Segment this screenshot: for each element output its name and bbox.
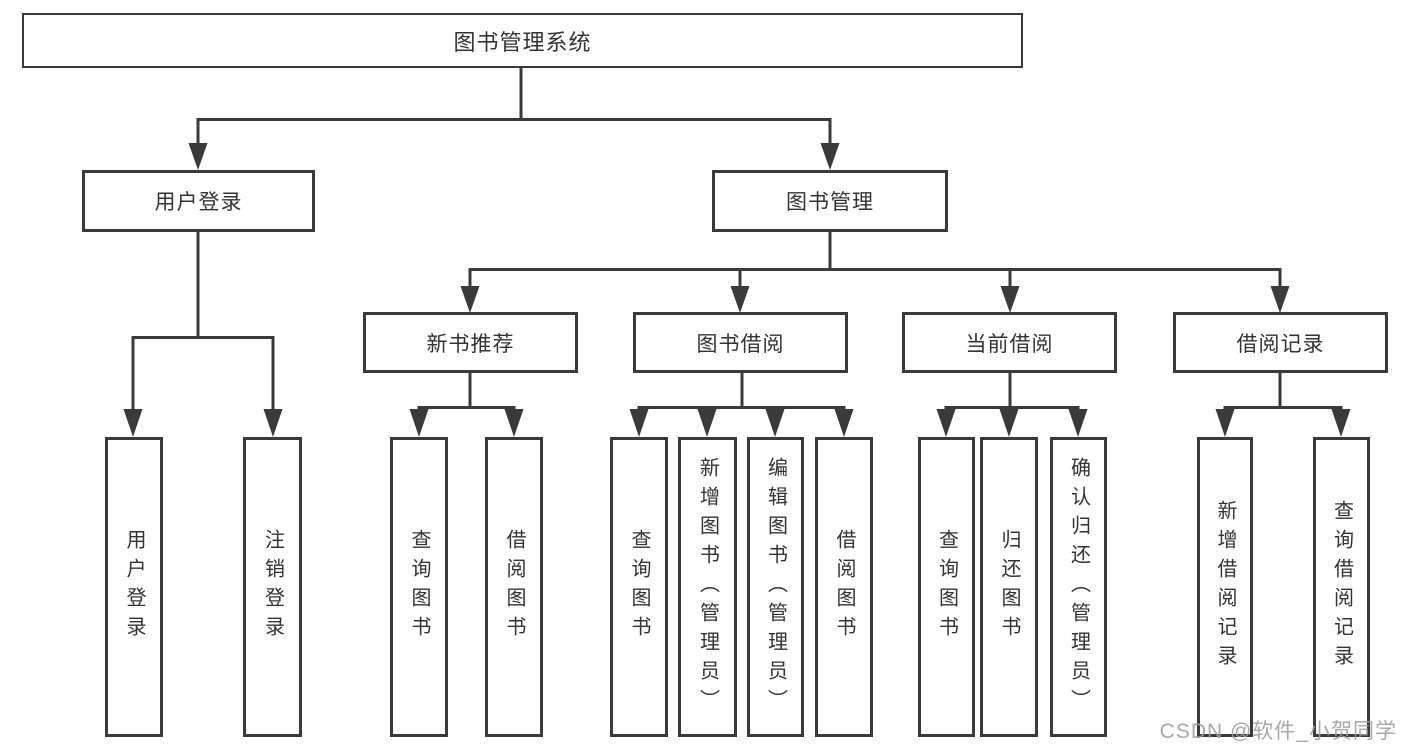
leaf-label: 确认归还（管理员） (1067, 456, 1090, 718)
leaf-query-books-current: 查询图书 (918, 437, 975, 737)
leaf-add-book-admin: 新增图书（管理员） (678, 437, 737, 737)
leaf-return-book: 归还图书 (980, 437, 1038, 737)
leaf-label: 编辑图书（管理员） (764, 456, 787, 718)
leaf-label: 查询图书 (935, 529, 958, 645)
arrow-down-icon (1000, 286, 1020, 313)
arrow-down-icon (1215, 409, 1235, 437)
arrow-down-icon (730, 286, 750, 313)
node-label: 借阅记录 (1236, 332, 1325, 356)
node-user-login: 用户登录 (82, 170, 315, 232)
leaf-label: 归还图书 (998, 529, 1020, 645)
arrow-down-icon (1270, 286, 1290, 313)
arrow-down-icon (834, 409, 854, 437)
leaf-query-books-borrowing: 查询图书 (610, 437, 668, 737)
arrow-down-icon (409, 409, 429, 437)
leaf-query-books-recommend: 查询图书 (390, 437, 448, 737)
node-book-borrowing: 图书借阅 (633, 312, 848, 373)
leaf-edit-book-admin: 编辑图书（管理员） (747, 437, 804, 737)
leaf-label: 借阅图书 (833, 529, 855, 645)
node-current-borrowing: 当前借阅 (902, 312, 1117, 373)
leaf-label: 查询图书 (408, 529, 430, 645)
leaf-label: 新增借阅记录 (1214, 500, 1236, 674)
node-new-book-recommendation: 新书推荐 (363, 312, 578, 373)
arrow-down-icon (460, 286, 480, 313)
leaf-label: 查询借阅记录 (1330, 500, 1353, 674)
arrow-down-icon (999, 409, 1019, 437)
arrow-down-icon (629, 409, 649, 437)
node-label: 当前借阅 (965, 332, 1054, 356)
leaf-label: 用户登录 (123, 529, 145, 645)
arrow-down-icon (1331, 409, 1351, 437)
leaf-label: 注销登录 (261, 529, 284, 645)
leaf-confirm-return-admin: 确认归还（管理员） (1050, 437, 1107, 737)
node-label: 图书管理系统 (453, 29, 592, 55)
connector-newrec-branch (417, 373, 516, 412)
leaf-logout: 注销登录 (243, 437, 302, 737)
node-label: 图书管理 (786, 191, 874, 214)
arrow-down-icon (765, 409, 785, 437)
leaf-borrow-books-borrowing: 借阅图书 (815, 437, 873, 737)
connector-level2-branch (196, 118, 832, 146)
node-borrowing-records: 借阅记录 (1173, 312, 1388, 373)
connector-level3-branch (468, 268, 1282, 289)
leaf-user-login: 用户登录 (105, 437, 163, 737)
leaf-query-borrow-record: 查询借阅记录 (1313, 437, 1370, 737)
node-label: 图书借阅 (696, 332, 785, 356)
leaf-label: 借阅图书 (503, 529, 525, 645)
arrow-down-icon (936, 409, 956, 437)
node-label: 新书推荐 (426, 332, 515, 356)
watermark: CSDN @软件_小贺同学 (1159, 720, 1397, 743)
connector-borrow-branch (637, 373, 846, 412)
arrow-down-icon (123, 409, 143, 437)
node-book-management: 图书管理 (712, 170, 948, 232)
connector-records-branch (1223, 373, 1343, 412)
arrow-down-icon (1068, 409, 1088, 437)
arrow-down-icon (188, 143, 208, 170)
node-library-management-system: 图书管理系统 (22, 13, 1023, 68)
arrow-down-icon (263, 409, 283, 437)
leaf-label: 查询图书 (628, 529, 650, 645)
connector-current-branch (944, 373, 1080, 412)
leaf-label: 新增图书（管理员） (696, 456, 719, 718)
node-label: 用户登录 (154, 191, 243, 214)
arrow-down-icon (820, 143, 840, 170)
leaf-add-borrow-record: 新增借阅记录 (1197, 437, 1253, 737)
arrow-down-icon (697, 409, 717, 437)
arrow-down-icon (504, 409, 524, 437)
connector-userlogin-branch (131, 336, 275, 412)
leaf-borrow-books-recommend: 借阅图书 (485, 437, 543, 737)
